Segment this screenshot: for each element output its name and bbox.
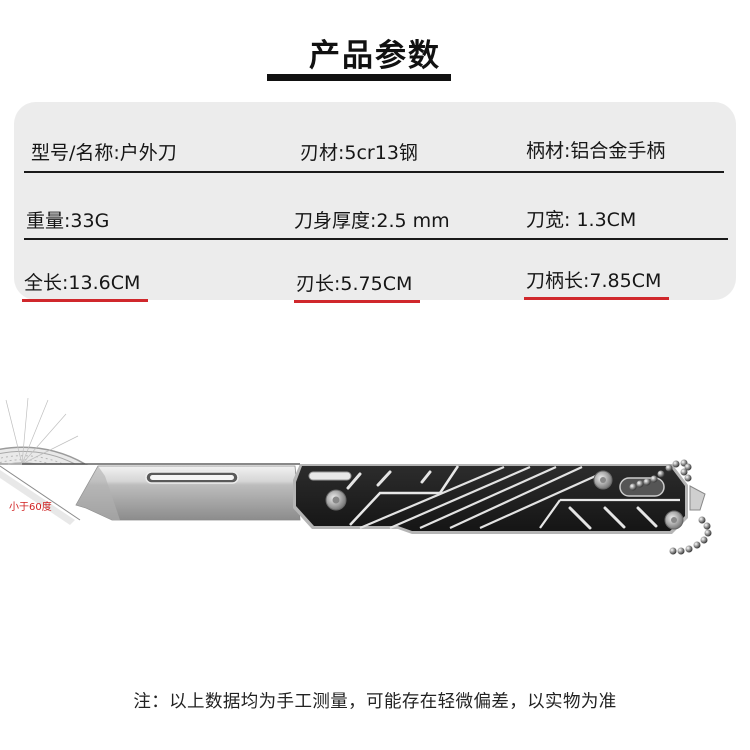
product-image (0, 397, 712, 555)
title-underline (267, 74, 451, 81)
blade (75, 465, 301, 521)
spec-row-1: 型号/名称:户外刀 刃材:5cr13钢 柄材:铝合金手柄 (14, 102, 736, 173)
spec-row-3: 全长:13.6CM 刃长:5.75CM 刀柄长:7.85CM (14, 242, 736, 303)
bead-chain (629, 459, 712, 555)
handle (293, 464, 706, 534)
highlight-underline (22, 299, 149, 302)
spec-blade-length: 刃长:5.75CM (294, 269, 421, 303)
spec-row-2: 重量:33G 刀身厚度:2.5 mm 刀宽: 1.3CM (14, 172, 736, 240)
row-divider (24, 171, 724, 173)
spec-handle-material: 柄材:铝合金手柄 (526, 140, 666, 162)
highlight-underline (294, 300, 421, 303)
spec-handle-length: 刀柄长:7.85CM (524, 266, 670, 300)
protractor (0, 397, 300, 525)
spec-weight: 重量:33G (26, 210, 110, 232)
spec-table: 型号/名称:户外刀 刃材:5cr13钢 柄材:铝合金手柄 重量:33G 刀身厚度… (14, 102, 736, 303)
page-title: 产品参数 (309, 38, 441, 74)
spec-model-name: 型号/名称:户外刀 (31, 142, 177, 164)
spec-total-length: 全长:13.6CM (22, 268, 149, 302)
angle-annotation: 小于60度 (9, 502, 52, 513)
highlight-underline (524, 297, 670, 300)
disclaimer-note: 注：以上数据均为手工测量，可能存在轻微偏差，以实物为准 (133, 692, 617, 712)
spec-blade-material: 刃材:5cr13钢 (300, 142, 418, 164)
row-divider (24, 238, 728, 240)
spec-blade-thickness: 刀身厚度:2.5 mm (294, 210, 450, 232)
spec-blade-width: 刀宽: 1.3CM (526, 209, 637, 231)
